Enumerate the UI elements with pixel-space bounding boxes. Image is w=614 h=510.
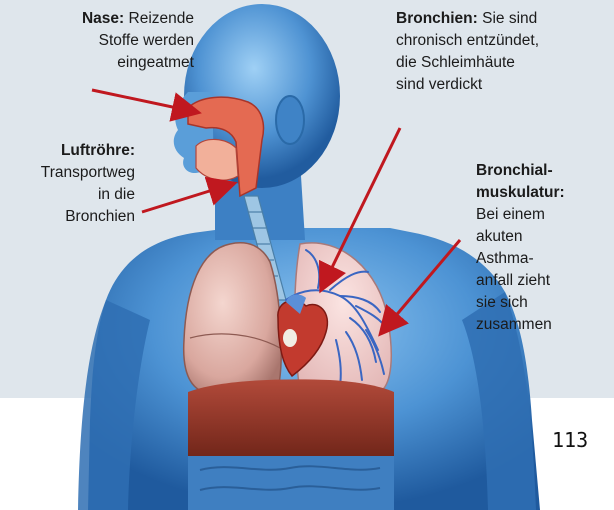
label-bronchien-line2: chronisch entzündet, — [396, 30, 608, 52]
label-muskulatur-line1: Bei einem — [476, 204, 610, 226]
label-muskulatur-line2: akuten — [476, 226, 610, 248]
label-bronchien-line4: sind verdickt — [396, 74, 608, 96]
label-luftroehre-title: Luftröhre: — [61, 142, 135, 159]
label-bronchialmuskulatur: Bronchial- muskulatur: Bei einem akuten … — [476, 160, 610, 336]
page-number: 113 — [552, 428, 588, 452]
label-bronchien-line3: die Schleimhäute — [396, 52, 608, 74]
diaphragm — [188, 379, 394, 460]
label-muskulatur-line5: sie sich — [476, 292, 610, 314]
label-nase-line1: Reizende — [129, 10, 195, 27]
label-muskulatur-title1: Bronchial- — [476, 162, 553, 179]
label-nase-line2: Stoffe werden — [14, 30, 194, 52]
label-nase-title: Nase: — [82, 10, 124, 27]
arrow-nase — [92, 90, 196, 112]
label-muskulatur-line4: anfall zieht — [476, 270, 610, 292]
label-bronchien: Bronchien: Sie sind chronisch entzündet,… — [396, 8, 608, 96]
label-muskulatur-line3: Asthma- — [476, 248, 610, 270]
label-luftroehre-line3: Bronchien — [10, 206, 135, 228]
label-luftroehre-line1: Transportweg — [10, 162, 135, 184]
label-luftroehre-line2: in die — [10, 184, 135, 206]
label-nase-line3: eingeatmet — [14, 52, 194, 74]
label-muskulatur-line6: zusammen — [476, 314, 610, 336]
label-muskulatur-title2: muskulatur: — [476, 184, 565, 201]
label-bronchien-title: Bronchien: — [396, 10, 478, 27]
label-nase: Nase: Reizende Stoffe werden eingeatmet — [14, 8, 194, 74]
label-bronchien-line1: Sie sind — [482, 10, 537, 27]
label-luftroehre: Luftröhre: Transportweg in die Bronchien — [10, 140, 135, 228]
